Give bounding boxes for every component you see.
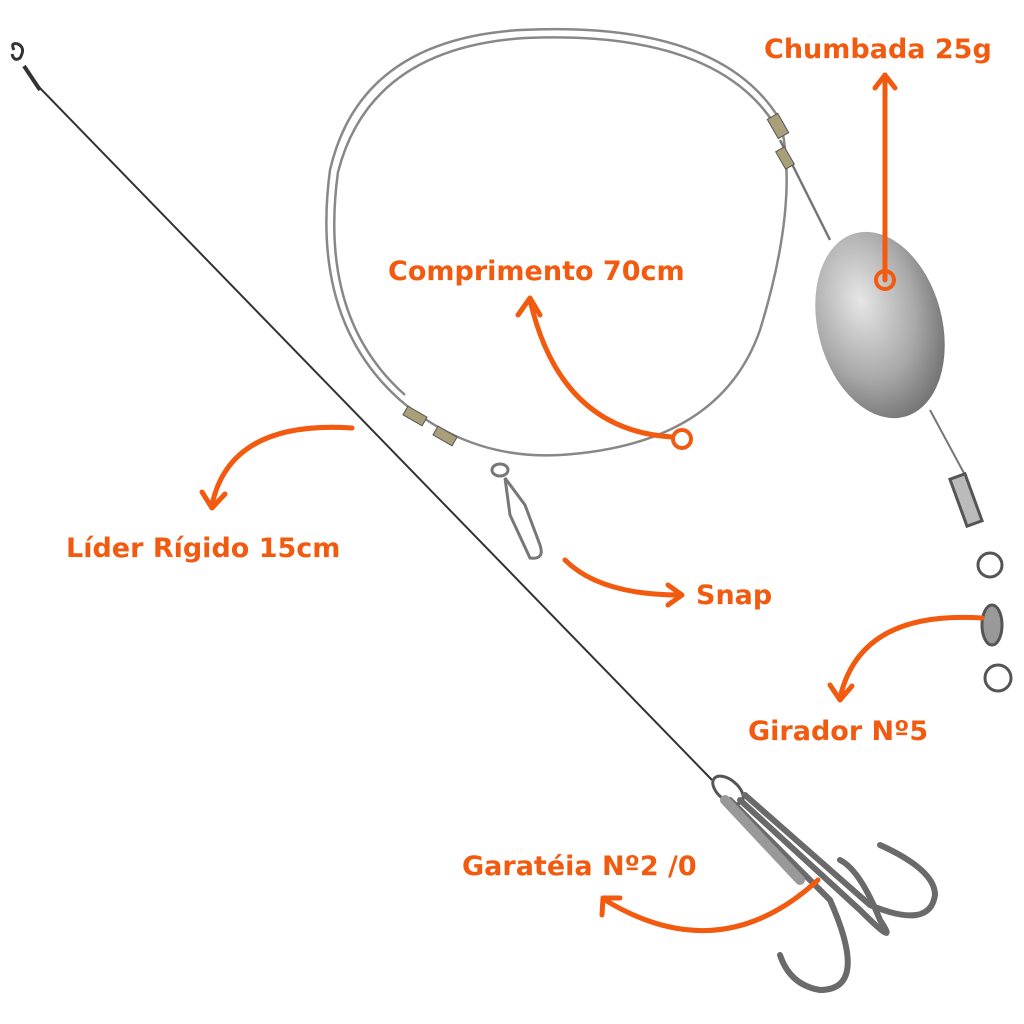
rigid-leader — [10, 42, 745, 806]
treble-hook — [720, 792, 939, 994]
annotation-length: Comprimento 70cm — [388, 256, 693, 450]
annotation-treble: Garatéia Nº2 /0 — [462, 851, 821, 934]
annotation-sinker: Chumbada 25g — [764, 34, 992, 291]
annotation-snap: Snap — [562, 557, 772, 611]
sinker — [815, 231, 966, 476]
annotation-leader: Líder Rígido 15cm — [66, 424, 355, 564]
label-leader: Líder Rígido 15cm — [66, 533, 340, 564]
snap — [490, 462, 543, 560]
label-length: Comprimento 70cm — [388, 256, 685, 287]
annotation-swivel: Girador Nº5 — [748, 614, 985, 747]
steel-wire-loop — [325, 27, 832, 457]
swivel — [948, 471, 1013, 693]
label-sinker: Chumbada 25g — [764, 34, 992, 65]
label-snap: Snap — [696, 580, 772, 611]
label-swivel: Girador Nº5 — [748, 716, 928, 747]
label-treble: Garatéia Nº2 /0 — [462, 851, 697, 882]
